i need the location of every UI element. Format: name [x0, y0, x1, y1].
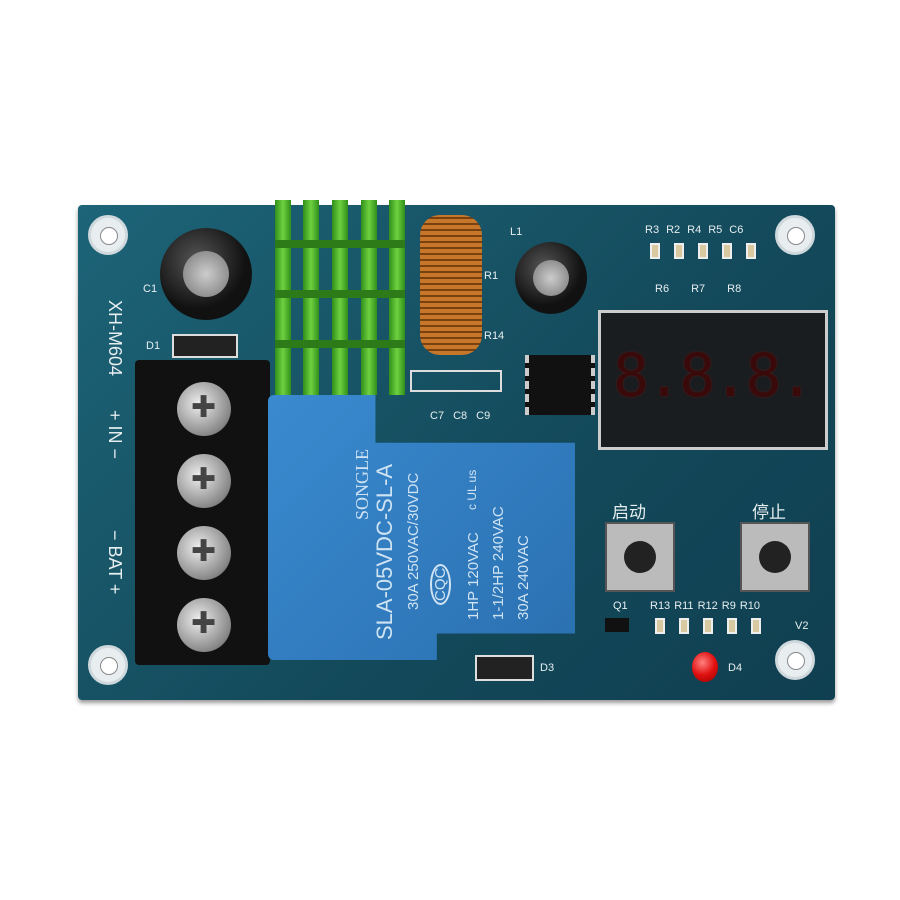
seven-segment-display: 8.8.8.: [598, 310, 828, 450]
mounting-hole: [88, 645, 128, 685]
ref-label: C8: [453, 410, 468, 422]
ref-label: R8: [727, 283, 742, 295]
model-label: XH-M604: [105, 300, 125, 377]
r14-label: R14: [484, 330, 505, 342]
c1-label: C1: [143, 283, 158, 295]
ref-label: R2: [666, 224, 681, 236]
ref-label: R12: [697, 600, 718, 612]
ref-label: R7: [691, 283, 706, 295]
heatsink: [275, 200, 405, 395]
stop-label: 停止: [752, 503, 786, 522]
in-label: + IN −: [105, 410, 125, 460]
ref-label: R11: [674, 600, 694, 612]
q1-label: Q1: [613, 600, 628, 612]
r1-label: R1: [484, 270, 499, 282]
stop-button[interactable]: [740, 522, 810, 592]
relay-brand: SONGLE: [352, 449, 372, 520]
mounting-hole: [775, 640, 815, 680]
mounting-hole: [88, 215, 128, 255]
d1-label: D1: [146, 340, 161, 352]
terminal-screw[interactable]: [177, 526, 231, 580]
ul-mark: c UL us: [465, 469, 479, 510]
terminal-screw[interactable]: [177, 598, 231, 652]
display-digits: 8.8.8.: [613, 341, 815, 411]
ic-chip: [525, 355, 595, 415]
led-d4: [692, 652, 718, 682]
cqc-mark: CQC: [430, 563, 451, 605]
diode-d1: [172, 334, 238, 358]
ref-label: R10: [739, 600, 760, 612]
relay-line: 1HP 120VAC: [465, 532, 482, 620]
ref-label: R6: [655, 283, 670, 295]
ref-label: R13: [650, 600, 671, 612]
inductor: [420, 215, 482, 355]
relay-line: 1-1/2HP 240VAC: [490, 506, 507, 620]
transistor-q1: [605, 618, 629, 632]
terminal-block: [135, 360, 270, 665]
start-button[interactable]: [605, 522, 675, 592]
v2-label: V2: [795, 620, 809, 632]
relay-rating: 30A 250VAC/30VDC: [405, 472, 422, 610]
d4-label: D4: [728, 662, 743, 674]
ref-label: C6: [729, 224, 744, 236]
start-label: 启动: [612, 503, 646, 522]
bat-label: − BAT +: [105, 530, 125, 595]
smd-group-mid: R6 R7 R8: [655, 283, 741, 295]
relay-line: 30A 240VAC: [515, 535, 532, 620]
electrolytic-capacitor: [515, 242, 587, 314]
relay-model: SLA-05VDC-SL-A: [372, 463, 397, 640]
ref-label: R4: [687, 224, 702, 236]
d3-label: D3: [540, 662, 555, 674]
terminal-screw[interactable]: [177, 382, 231, 436]
ref-label: R3: [645, 224, 660, 236]
terminal-screw[interactable]: [177, 454, 231, 508]
smd-group-top: R3 R2 R4 R5 C6: [645, 224, 743, 236]
ref-label: R5: [708, 224, 723, 236]
mounting-hole: [775, 215, 815, 255]
ref-label: R9: [721, 600, 736, 612]
ref-label: C9: [476, 410, 491, 422]
l1-label: L1: [510, 226, 523, 238]
diode-d3: [475, 655, 534, 681]
electrolytic-capacitor: [160, 228, 252, 320]
ref-label: C7: [430, 410, 445, 422]
header-pins: [410, 370, 502, 392]
